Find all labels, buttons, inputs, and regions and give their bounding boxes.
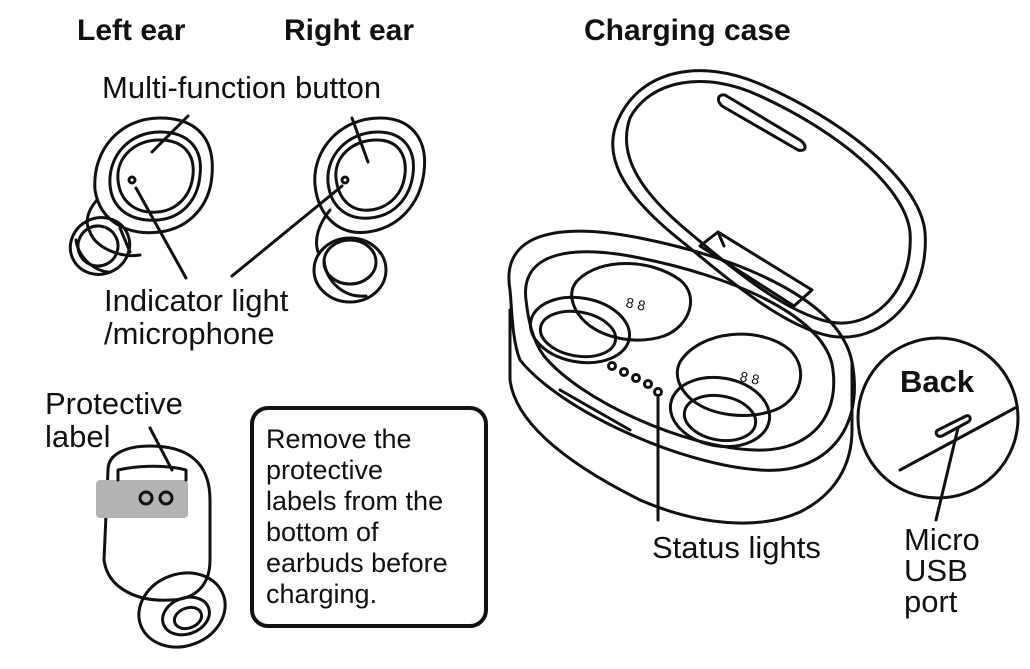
leader-micro-usb bbox=[934, 426, 960, 522]
bottom-earbud-illustration bbox=[96, 444, 227, 649]
charging-case-illustration bbox=[507, 69, 927, 525]
leader-right-button bbox=[350, 116, 370, 164]
callout-multi-function-button: Multi-function button bbox=[102, 70, 382, 105]
callout-indicator-light: Indicator light /microphone bbox=[104, 283, 289, 351]
right-earbud-illustration bbox=[312, 116, 427, 304]
heading-right-ear: Right ear bbox=[284, 14, 415, 47]
case-back-illustration bbox=[856, 336, 1020, 500]
leader-left-indicator bbox=[134, 186, 188, 280]
leader-right-indicator bbox=[230, 184, 344, 278]
callout-protective-label: Protective label bbox=[45, 386, 183, 454]
leader-left-button bbox=[150, 114, 190, 154]
heading-charging-case: Charging case bbox=[584, 14, 791, 47]
left-earbud-illustration bbox=[68, 116, 214, 276]
callout-back: Back bbox=[900, 364, 975, 399]
callout-micro-usb-port: Micro USB port bbox=[904, 522, 980, 619]
leader-protective-label bbox=[148, 426, 174, 472]
instruction-note-box: Remove the protective labels from the bo… bbox=[250, 406, 488, 628]
instruction-note-text: Remove the protective labels from the bo… bbox=[266, 424, 448, 609]
heading-left-ear: Left ear bbox=[77, 14, 186, 47]
callout-status-lights: Status lights bbox=[652, 530, 821, 565]
